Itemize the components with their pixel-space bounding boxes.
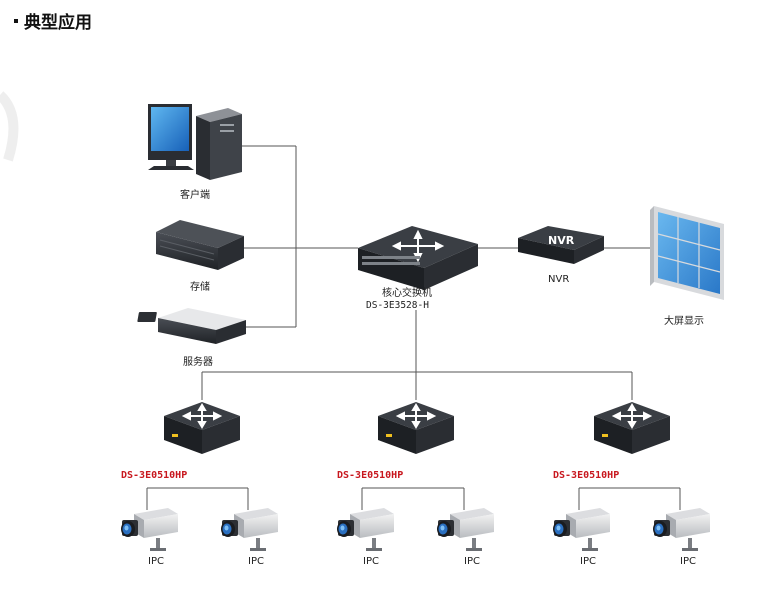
access-switch-icon [163, 401, 241, 455]
access-switch-model-1: DS-3E0510HP [121, 470, 187, 481]
core-switch-label: 核心交换机 [382, 286, 432, 299]
bullet-icon [14, 19, 18, 23]
nvr-icon: NVR [518, 226, 604, 264]
access-switch-icon [377, 401, 455, 455]
ipc-label-6: IPC [680, 556, 696, 567]
ipc-camera-icon [553, 508, 610, 551]
big-screen-label: 大屏显示 [664, 314, 704, 327]
access-switch-model-2: DS-3E0510HP [337, 470, 403, 481]
connection-lines [146, 145, 681, 510]
access-switch-icon [593, 401, 671, 455]
ipc-camera-icon [437, 508, 494, 551]
access-switch-model-3: DS-3E0510HP [553, 470, 619, 481]
ipc-label-4: IPC [464, 556, 480, 567]
ipc-label-3: IPC [363, 556, 379, 567]
storage-label: 存储 [190, 280, 210, 293]
ipc-label-1: IPC [148, 556, 164, 567]
video-wall-icon [650, 206, 724, 300]
nvr-label: NVR [548, 274, 569, 285]
ipc-camera-icon [653, 508, 710, 551]
storage-icon [156, 220, 244, 270]
watermark-shape [0, 91, 19, 162]
ipc-camera-icon [221, 508, 278, 551]
server-icon [137, 308, 246, 344]
ipc-camera-icon [337, 508, 394, 551]
page-title: 典型应用 [14, 8, 92, 33]
server-label: 服务器 [183, 355, 213, 368]
core-switch-model: DS-3E3528-H [366, 300, 429, 311]
page-title-text: 典型应用 [24, 13, 92, 33]
ipc-camera-icon [121, 508, 178, 551]
nvr-badge: NVR [548, 234, 575, 247]
ipc-label-2: IPC [248, 556, 264, 567]
ipc-label-5: IPC [580, 556, 596, 567]
core-switch-icon [358, 226, 478, 290]
client-pc-icon [148, 104, 242, 180]
client-label: 客户端 [180, 188, 210, 201]
